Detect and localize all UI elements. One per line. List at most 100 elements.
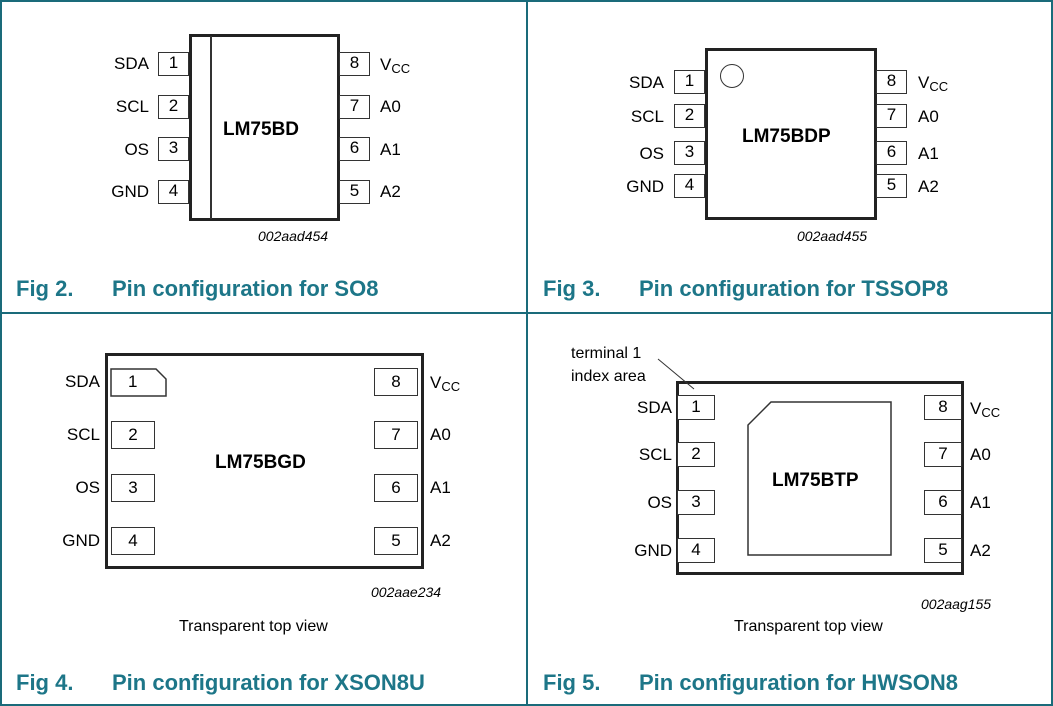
pin-label: OS — [75, 478, 100, 497]
figure-title: Pin configuration for HWSON8 — [639, 670, 958, 695]
pin-8: 8 — [876, 70, 907, 94]
pin-4: 4 — [158, 180, 189, 204]
part-name: LM75BD — [223, 119, 300, 140]
pin-label: A0 — [430, 425, 451, 444]
pin-6: 6 — [924, 490, 962, 515]
border-bottom — [0, 704, 1053, 706]
pin-label: V — [380, 55, 392, 74]
pin-label-sub: CC — [981, 405, 1001, 420]
pin-label: A0 — [970, 445, 991, 464]
pin-1-chamfered — [110, 368, 167, 397]
exposed-pad — [747, 401, 892, 556]
pin-label: V — [970, 399, 982, 418]
border-middle — [526, 0, 528, 706]
index-note-line1: terminal 1 — [571, 345, 642, 362]
pin-6: 6 — [339, 137, 370, 161]
pin-8: 8 — [339, 52, 370, 76]
pin-6: 6 — [876, 141, 907, 165]
pin-7: 7 — [876, 104, 907, 128]
figure-hwson8: LM75BTP terminal 1 index area SDA SCL OS… — [527, 313, 1053, 706]
figure-number: Fig 4. — [16, 670, 74, 695]
pin-2: 2 — [158, 95, 189, 119]
pin-8: 8 — [374, 368, 418, 396]
border-top — [0, 0, 1053, 2]
pin-label: OS — [639, 144, 664, 163]
pin-7: 7 — [374, 421, 418, 449]
figure-title: Pin configuration for XSON8U — [112, 670, 425, 695]
pin-label-vcc: VCC — [380, 55, 410, 79]
pin-1: 1 — [158, 52, 189, 76]
pin-7: 7 — [339, 95, 370, 119]
pin-label: A0 — [918, 107, 939, 126]
pin-label: SDA — [637, 398, 672, 417]
pin-label: A1 — [970, 493, 991, 512]
package-body — [189, 34, 340, 221]
view-note: Transparent top view — [179, 618, 328, 635]
pin-3: 3 — [674, 141, 705, 165]
pin-label: SCL — [630, 107, 664, 126]
figure-so8: LM75BD SDA SCL OS GND 1 2 3 4 8 7 6 5 VC… — [0, 0, 527, 313]
pin-label-vcc: VCC — [918, 73, 948, 97]
figure-number: Fig 5. — [543, 670, 601, 695]
part-name: LM75BGD — [215, 452, 306, 473]
pin-3: 3 — [111, 474, 155, 502]
pin-6: 6 — [374, 474, 418, 502]
figure-number: Fig 3. — [543, 276, 601, 301]
drawing-code: 002aag155 — [921, 596, 992, 612]
pin-label: SCL — [638, 445, 672, 464]
figure-title: Pin configuration for SO8 — [112, 276, 379, 301]
pin-label: SDA — [629, 73, 664, 92]
pin-label: A2 — [430, 531, 451, 550]
figure-xson8u: 1 LM75BGD SDA SCL OS GND 2 3 4 8 7 6 5 V… — [0, 313, 527, 706]
index-note-line2: index area — [571, 368, 646, 385]
pin-label-vcc: VCC — [430, 373, 460, 397]
pin-2: 2 — [677, 442, 715, 467]
figure-number: Fig 2. — [16, 276, 74, 301]
pin-5: 5 — [374, 527, 418, 555]
border-left — [0, 0, 2, 706]
pin-label: V — [430, 373, 442, 392]
drawing-code: 002aad454 — [258, 228, 329, 244]
drawing-code: 002aad455 — [797, 228, 868, 244]
pin-number: 1 — [128, 372, 138, 391]
pin-label: GND — [626, 177, 664, 196]
pin-label: A2 — [380, 182, 401, 201]
pin-label: A1 — [380, 140, 401, 159]
pin-8: 8 — [924, 395, 962, 420]
pin-3: 3 — [158, 137, 189, 161]
pin-label: A2 — [970, 541, 991, 560]
border-row-divider — [0, 312, 1053, 314]
pin-label-sub: CC — [929, 79, 949, 94]
border-right — [1051, 0, 1053, 706]
pin1-stripe — [210, 36, 212, 219]
pin-label: OS — [124, 140, 149, 159]
pin-label-sub: CC — [391, 61, 411, 76]
pin-7: 7 — [924, 442, 962, 467]
part-name: LM75BDP — [742, 126, 831, 147]
pin-label: GND — [634, 541, 672, 560]
drawing-code: 002aae234 — [371, 584, 442, 600]
pin-label: OS — [647, 493, 672, 512]
pin-3: 3 — [677, 490, 715, 515]
pin-label: GND — [62, 531, 100, 550]
pin-label: V — [918, 73, 930, 92]
figure-tssop8: LM75BDP SDA SCL OS GND 1 2 3 4 8 7 6 5 V… — [527, 0, 1053, 313]
pin-2: 2 — [674, 104, 705, 128]
pin-5: 5 — [924, 538, 962, 563]
pin-label-vcc: VCC — [970, 399, 1000, 423]
pin-5: 5 — [876, 174, 907, 198]
pin-label: A1 — [918, 144, 939, 163]
pin-label: SCL — [115, 97, 149, 116]
pin-label-sub: CC — [441, 379, 461, 394]
pin-label: GND — [111, 182, 149, 201]
part-name: LM75BTP — [772, 470, 859, 491]
pin-label: A2 — [918, 177, 939, 196]
pin1-dot-icon — [720, 64, 744, 88]
pin-label: SDA — [65, 372, 100, 391]
index-leader-line — [657, 358, 695, 390]
view-note: Transparent top view — [734, 618, 883, 635]
pin-1: 1 — [674, 70, 705, 94]
pin-1: 1 — [677, 395, 715, 420]
pin-label: SCL — [66, 425, 100, 444]
